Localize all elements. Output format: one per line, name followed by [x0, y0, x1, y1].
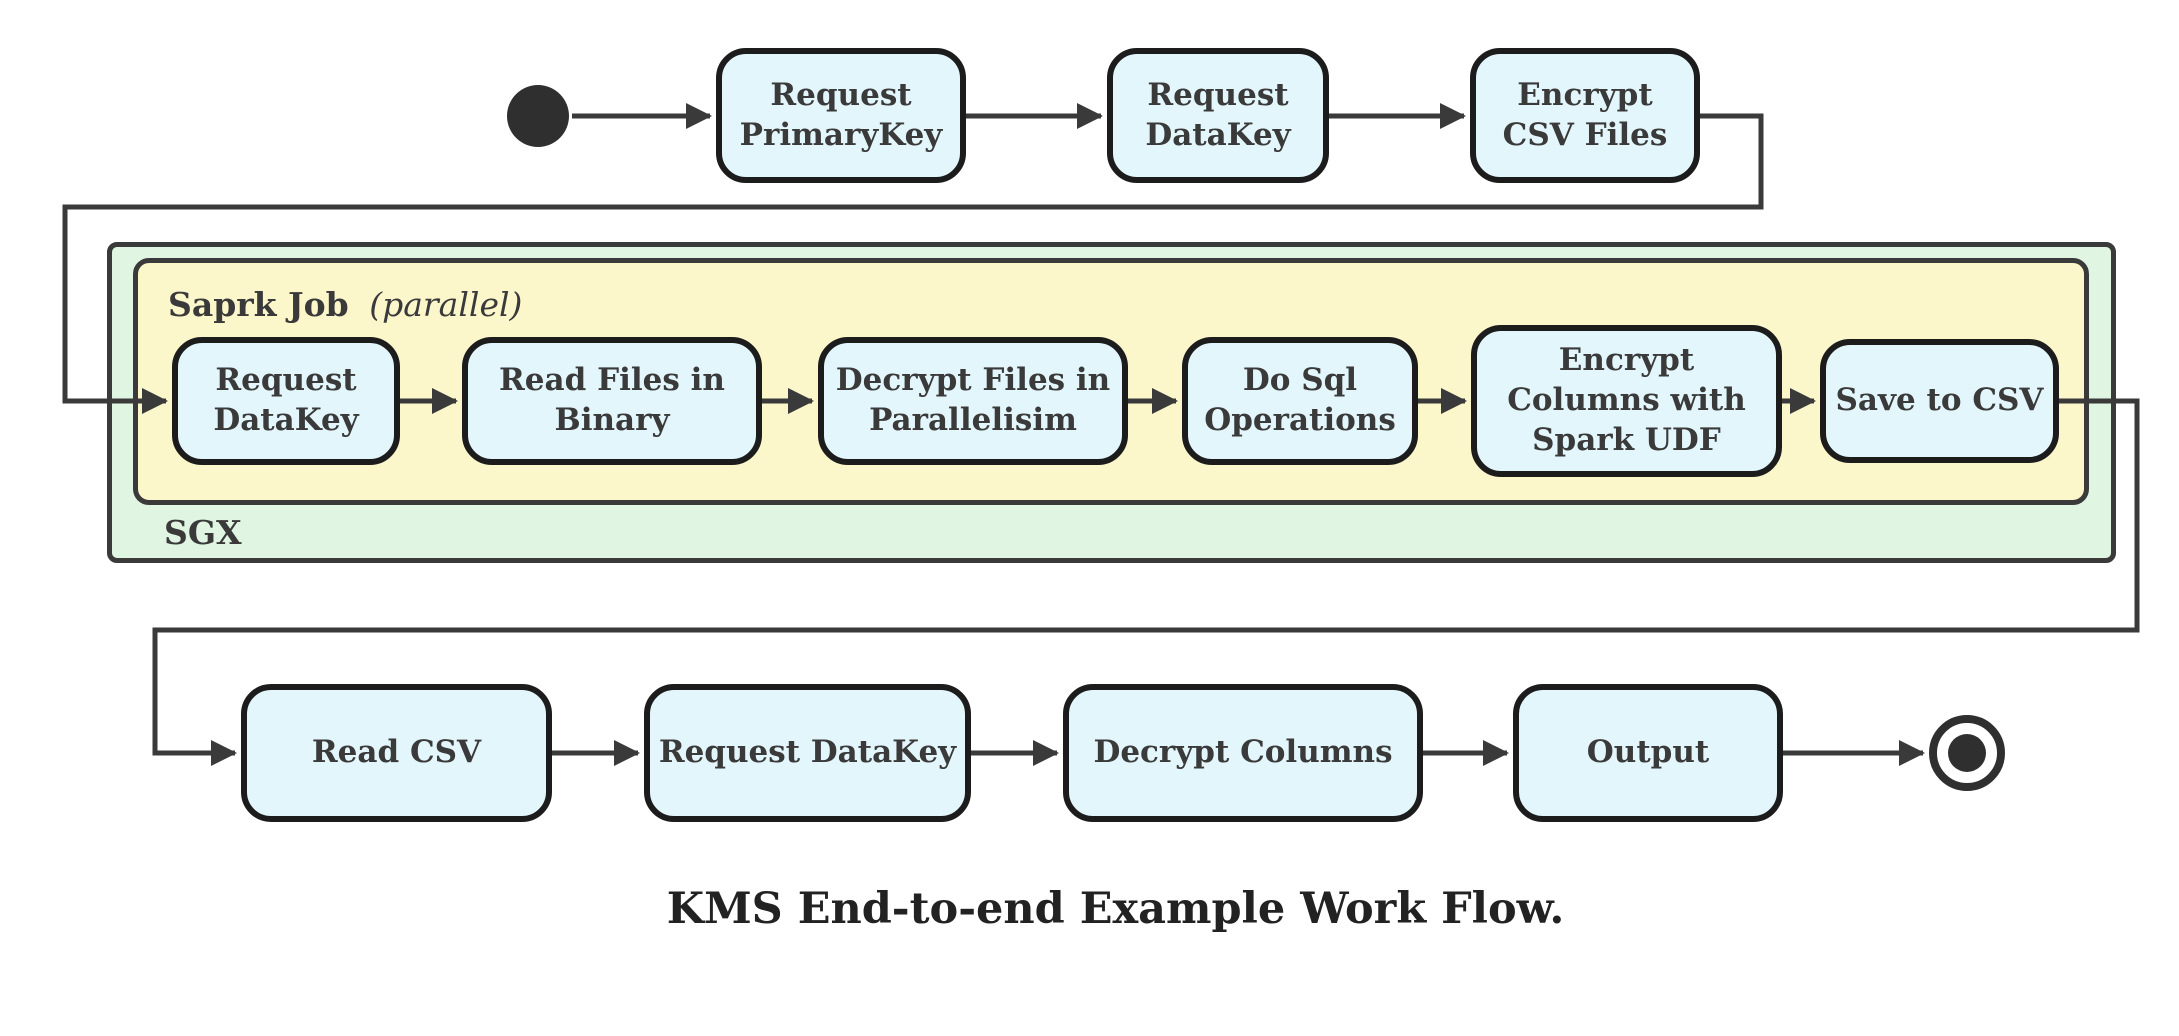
node-label: Save to CSV	[1835, 382, 2044, 419]
node-label: Decrypt Files in Parallelisim	[835, 362, 1111, 438]
node-label: Read CSV	[311, 734, 482, 771]
node-label: Request DataKey	[1145, 76, 1291, 153]
node-label: Output	[1586, 734, 1710, 771]
node-request-datakey-top: Request DataKey	[1107, 48, 1329, 183]
final-state-dot	[1948, 734, 1986, 772]
node-save-to-csv: Save to CSV	[1820, 339, 2059, 463]
node-decrypt-files-in-parallelisim: Decrypt Files in Parallelisim	[818, 337, 1128, 465]
edge-encrypt-csv-files-to-spark-request-datakey	[62, 113, 1764, 414]
node-output: Output	[1513, 684, 1783, 822]
node-do-sql-operations: Do Sql Operations	[1182, 337, 1418, 465]
sgx-label: SGX	[164, 513, 242, 552]
initial-state-icon	[507, 85, 569, 147]
node-encrypt-csv-files: Encrypt CSV Files	[1470, 48, 1700, 183]
node-decrypt-columns: Decrypt Columns	[1063, 684, 1423, 822]
node-encrypt-columns-with-spark-udf: Encrypt Columns with Spark UDF	[1471, 325, 1782, 477]
node-label: Request DataKey	[213, 362, 359, 438]
final-state-icon	[1929, 715, 2005, 791]
node-label: Decrypt Columns	[1093, 734, 1393, 771]
node-read-files-in-binary: Read Files in Binary	[462, 337, 762, 465]
spark-job-label: Saprk Job (parallel)	[168, 285, 522, 324]
node-label: Encrypt CSV Files	[1502, 76, 1668, 153]
node-label: Request PrimaryKey	[739, 76, 943, 153]
node-label: Request DataKey	[658, 734, 957, 771]
spark-job-title: Saprk Job	[168, 285, 349, 324]
spark-job-annotation: (parallel)	[369, 285, 523, 324]
node-label: Encrypt Columns with Spark UDF	[1507, 342, 1746, 458]
node-request-datakey-client: Request DataKey	[644, 684, 971, 822]
node-label: Read Files in Binary	[499, 362, 725, 438]
diagram-caption: KMS End-to-end Example Work Flow.	[666, 884, 1565, 934]
node-request-datakey-spark: Request DataKey	[172, 337, 400, 465]
node-request-primarykey: Request PrimaryKey	[716, 48, 966, 183]
edge-save-csv-to-read-csv	[152, 398, 2140, 766]
node-label: Do Sql Operations	[1204, 362, 1396, 438]
node-read-csv: Read CSV	[241, 684, 552, 822]
